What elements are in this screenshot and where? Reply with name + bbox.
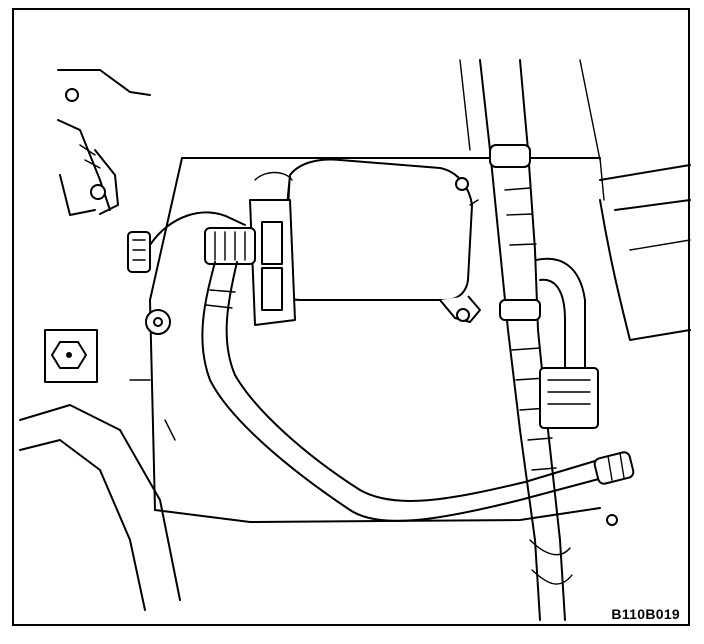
- main-harness: [479, 59, 573, 621]
- diagram-border: [12, 8, 690, 626]
- right-panel: [459, 59, 691, 526]
- figure-code: B110B019: [611, 606, 680, 622]
- wire-harness-icon: [201, 261, 635, 522]
- mounting-hole-inner: [153, 317, 163, 327]
- seat-bracket: [57, 69, 151, 216]
- airbag-module-icon: [249, 158, 481, 326]
- lower-left-rail: [19, 404, 181, 611]
- bolt-icon: [44, 329, 98, 383]
- connector-icon: [204, 227, 256, 265]
- connector-right: [535, 257, 599, 429]
- connector-left: [127, 211, 246, 273]
